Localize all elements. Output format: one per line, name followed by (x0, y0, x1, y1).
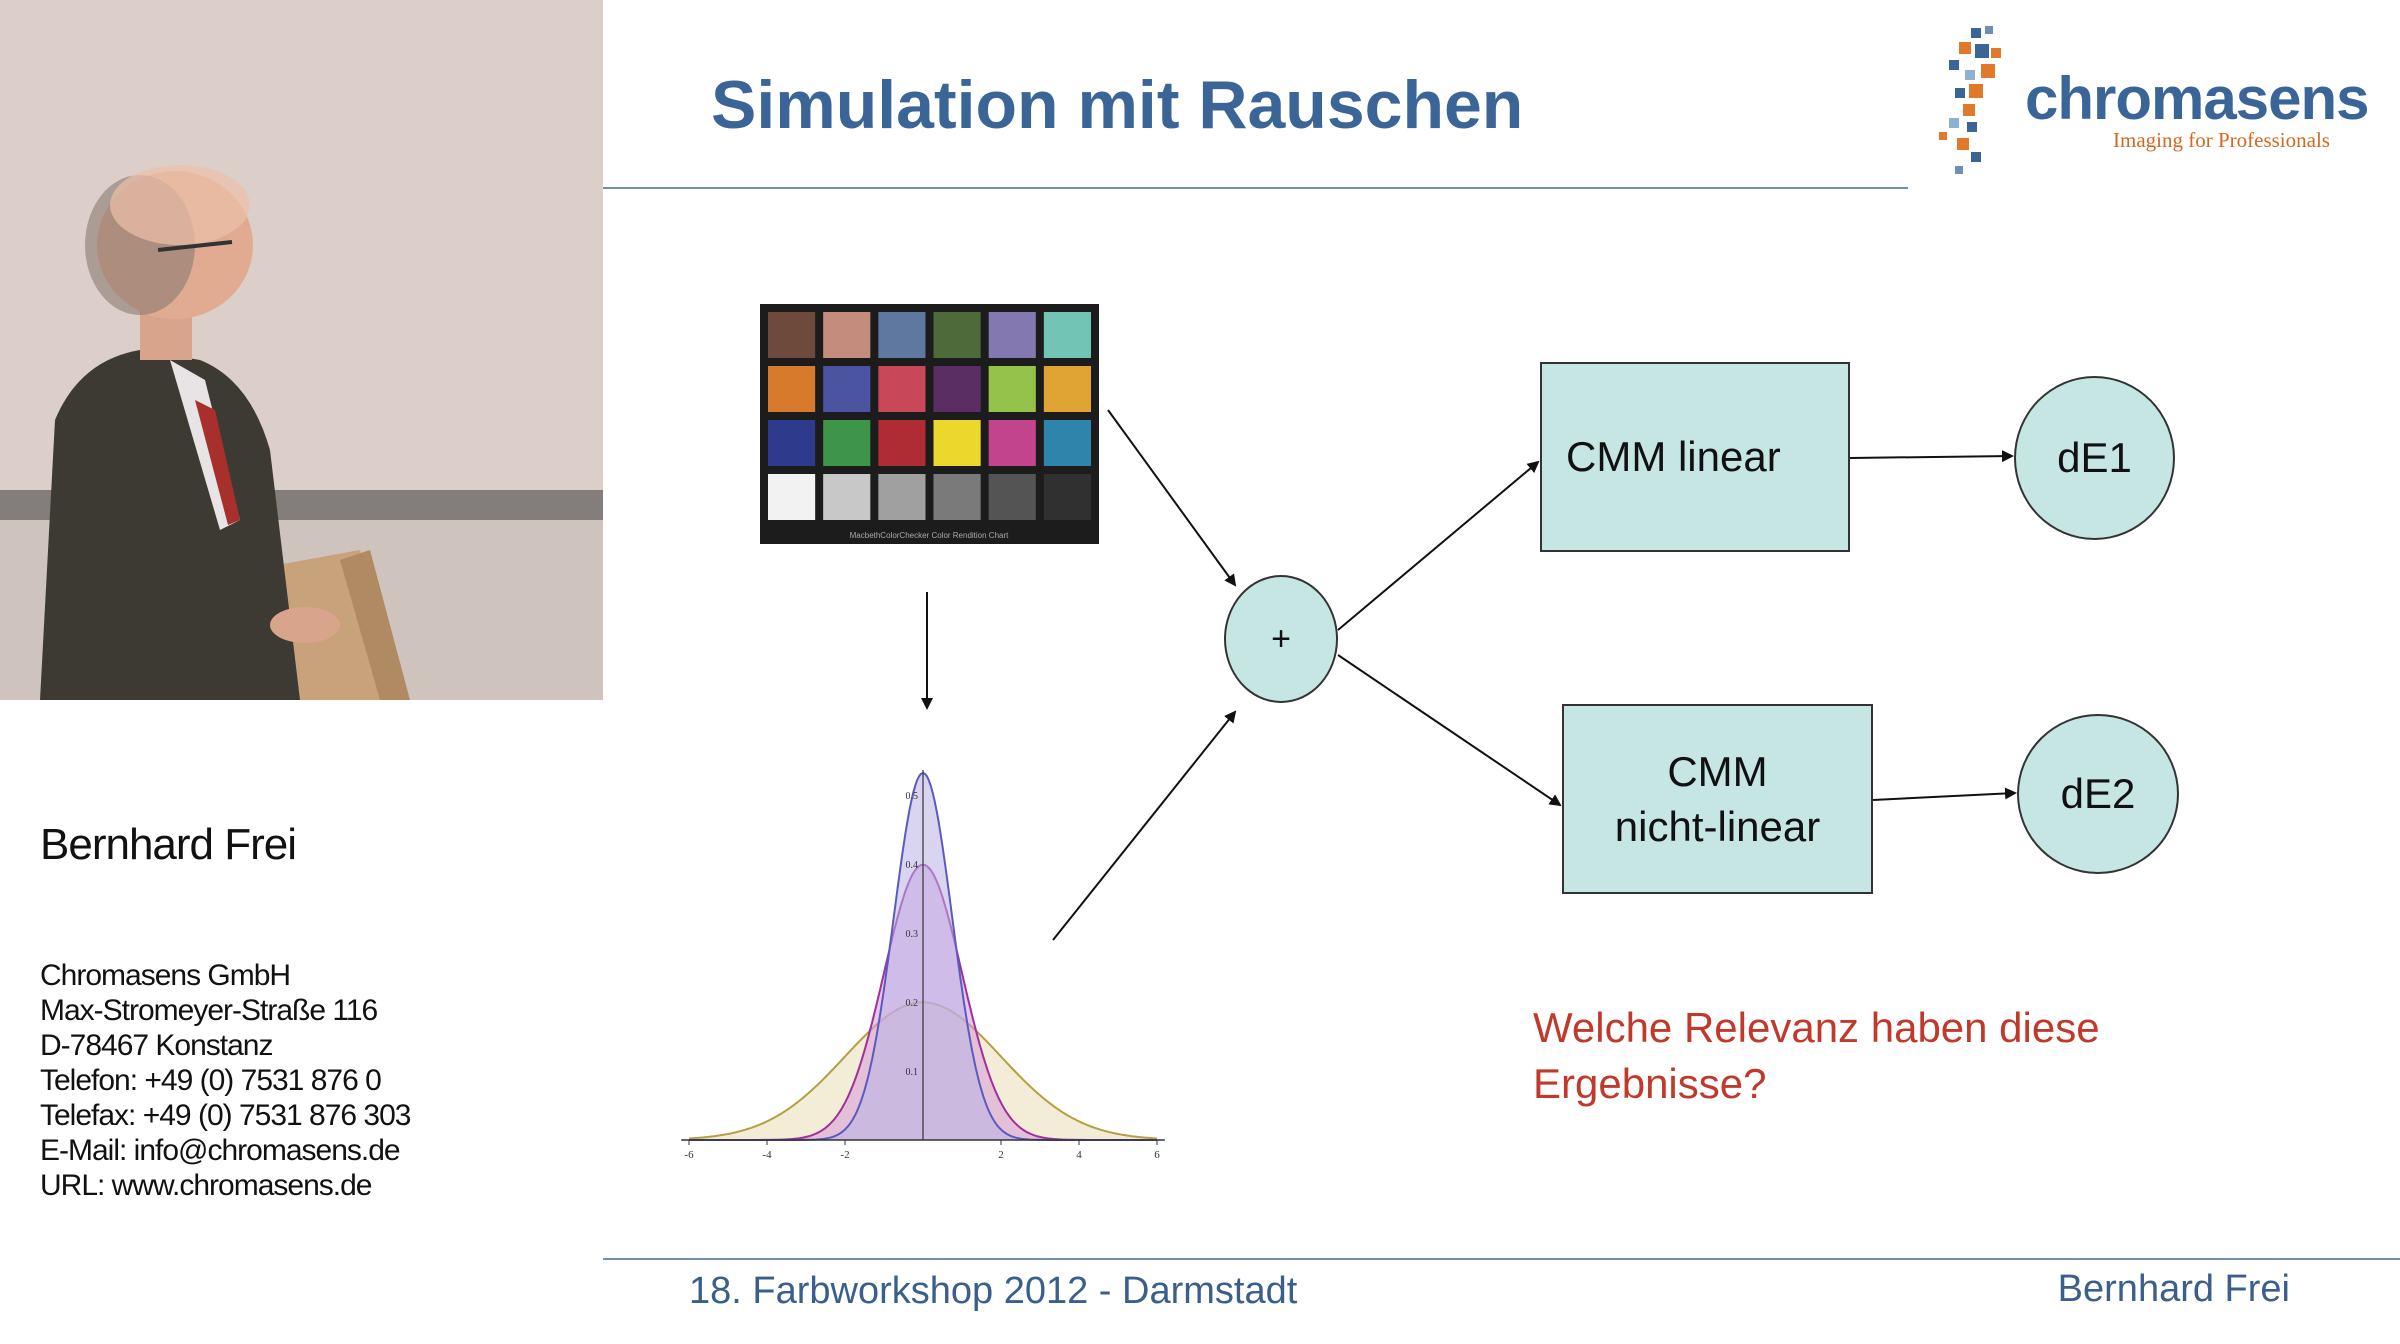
x-tick-label: -6 (684, 1149, 694, 1161)
presentation-slide: Simulation mit Rauschen chromasens Imagi… (603, 0, 2400, 1344)
contact-phone: Telefon: +49 (0) 7531 876 0 (40, 1064, 382, 1097)
checker-patch (988, 312, 1036, 358)
question-line-2: Ergebnisse? (1533, 1060, 1767, 1107)
contact-street: Max-Stromeyer-Straße 116 (40, 994, 378, 1027)
checker-patch (1043, 420, 1091, 466)
gaussian-curves-plot: -6 -4 -2 2 4 6 0.5 0.4 0.3 0.2 0.1 (681, 770, 1165, 1161)
checker-patch (768, 474, 816, 520)
slide-title: Simulation mit Rauschen (711, 67, 1524, 143)
speaker-video-frame (0, 0, 603, 700)
checker-patch (1043, 474, 1091, 520)
checker-patch (878, 312, 926, 358)
checker-patch (823, 312, 871, 358)
y-tick-label: 0.5 (906, 791, 919, 802)
checker-patch (1043, 366, 1091, 412)
checker-caption: MacbethColorChecker Color Rendition Char… (850, 531, 1010, 540)
y-tick-label: 0.4 (906, 860, 919, 871)
x-tick-label: -2 (840, 1149, 849, 1161)
speaker-info-panel: Bernhard Frei Chromasens GmbH Max-Strome… (0, 700, 603, 1344)
checker-patch (988, 474, 1036, 520)
y-tick-label: 0.1 (906, 1067, 919, 1078)
checker-patch (768, 366, 816, 412)
cmm-linear-label: CMM linear (1566, 433, 1781, 480)
checker-patch (933, 420, 981, 466)
contact-email: E-Mail: info@chromasens.de (40, 1134, 401, 1167)
checker-patch (1043, 312, 1091, 358)
checker-patch (823, 474, 871, 520)
contact-fax: Telefax: +49 (0) 7531 876 303 (40, 1099, 411, 1132)
x-tick-label: 2 (998, 1149, 1004, 1161)
logo-tagline: Imaging for Professionals (2113, 128, 2330, 152)
contact-company: Chromasens GmbH (40, 959, 291, 992)
de1-node: dE1 (2014, 376, 2175, 540)
x-tick-label: 6 (1154, 1149, 1160, 1161)
checker-patch (878, 474, 926, 520)
question-line-1: Welche Relevanz haben diese (1533, 1004, 2100, 1051)
contact-city: D-78467 Konstanz (40, 1029, 274, 1062)
footer-divider (603, 1258, 2400, 1260)
contact-url: URL: www.chromasens.de (40, 1169, 372, 1202)
checker-patch (768, 420, 816, 466)
x-tick-label: 4 (1076, 1149, 1082, 1161)
footer-event: 18. Farbworkshop 2012 - Darmstadt (689, 1270, 1298, 1312)
checker-patch (823, 366, 871, 412)
color-checker-grid: MacbethColorChecker Color Rendition Char… (768, 312, 1091, 540)
checker-patch (988, 366, 1036, 412)
logo-wordmark: chromasens (2025, 65, 2369, 132)
title-divider (603, 187, 1908, 189)
cmm-nonlinear-label-2: nicht-linear (1614, 803, 1821, 850)
arrow-sum-to-linear (1337, 460, 1540, 631)
chromasens-logo-mark (1939, 26, 2001, 174)
speaker-video (0, 0, 603, 700)
color-checker-chart: MacbethColorChecker Color Rendition Char… (760, 304, 1099, 544)
arrow-nonlinear-to-de2 (1872, 787, 2017, 801)
y-tick-label: 0.3 (906, 929, 919, 940)
checker-patch (823, 420, 871, 466)
arrow-linear-to-de1 (1849, 450, 2014, 463)
checker-patch (933, 474, 981, 520)
checker-patch (878, 420, 926, 466)
cmm-nonlinear-label-1: CMM (1667, 748, 1768, 795)
checker-patch (988, 420, 1036, 466)
checker-patch (768, 312, 816, 358)
cmm-nonlinear-box: CMM nicht-linear (1562, 704, 1873, 894)
contact-block: Chromasens GmbH Max-Stromeyer-Straße 116… (40, 958, 411, 1203)
de2-node: dE2 (2017, 714, 2179, 874)
footer-author: Bernhard Frei (2057, 1268, 2290, 1310)
x-tick-label: -4 (762, 1149, 772, 1161)
checker-patch (878, 366, 926, 412)
relevance-question: Welche Relevanz haben diese Ergebnisse? (1533, 1000, 2100, 1112)
checker-patch (933, 312, 981, 358)
speaker-name: Bernhard Frei (40, 820, 297, 869)
arrow-checker-to-sum (1107, 409, 1237, 587)
cmm-linear-box: CMM linear (1540, 362, 1850, 552)
y-tick-label: 0.2 (906, 998, 919, 1009)
sum-node: + (1224, 575, 1338, 703)
arrow-sum-to-nonlinear (1337, 654, 1562, 807)
checker-patch (933, 366, 981, 412)
